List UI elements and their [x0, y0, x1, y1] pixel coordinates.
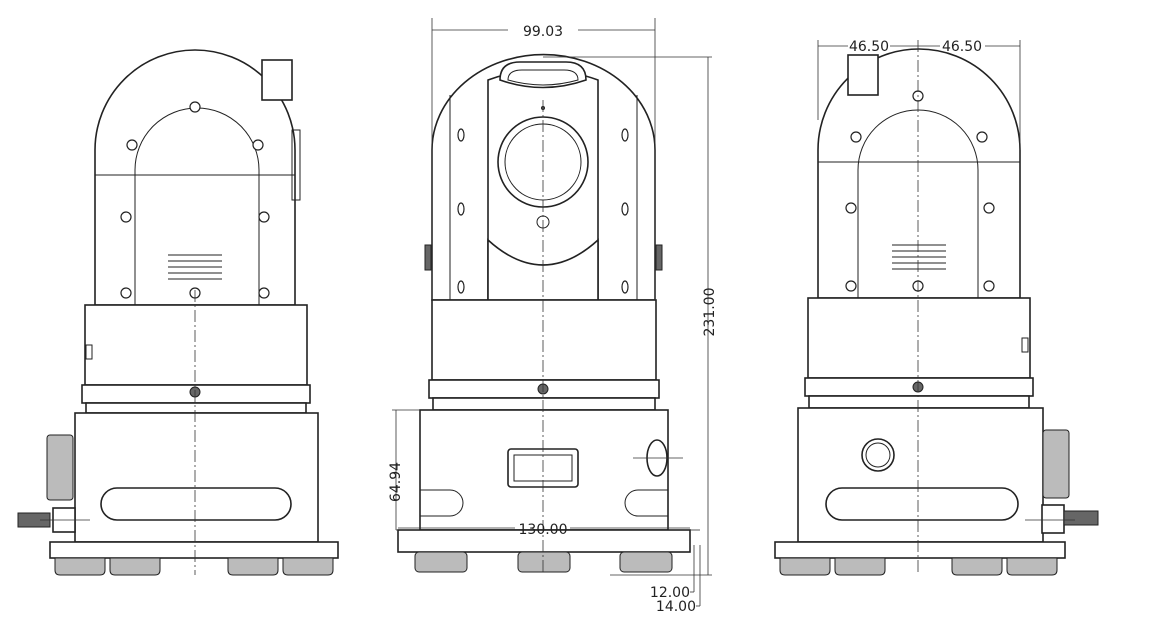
dim-plate-thickness: 12.00	[650, 585, 690, 601]
left-side-view	[17, 49, 339, 576]
dim-foot-height: 14.00	[656, 599, 696, 615]
dim-base-width: 130.00	[519, 522, 568, 538]
dimension-labels: 99.03 231.00 46.50 46.50 64.94 130.00 12…	[388, 24, 982, 615]
dim-total-height: 231.00	[702, 288, 718, 337]
bolt-icons	[120, 101, 270, 299]
dim-base-height: 64.94	[388, 462, 404, 502]
dimension-lines	[392, 18, 1021, 607]
dim-half-width-left: 46.50	[849, 39, 889, 55]
front-view	[397, 53, 691, 575]
dim-half-width-right: 46.50	[942, 39, 982, 55]
right-side-view	[774, 40, 1099, 576]
dim-head-width: 99.03	[523, 24, 563, 40]
feet	[54, 557, 334, 576]
